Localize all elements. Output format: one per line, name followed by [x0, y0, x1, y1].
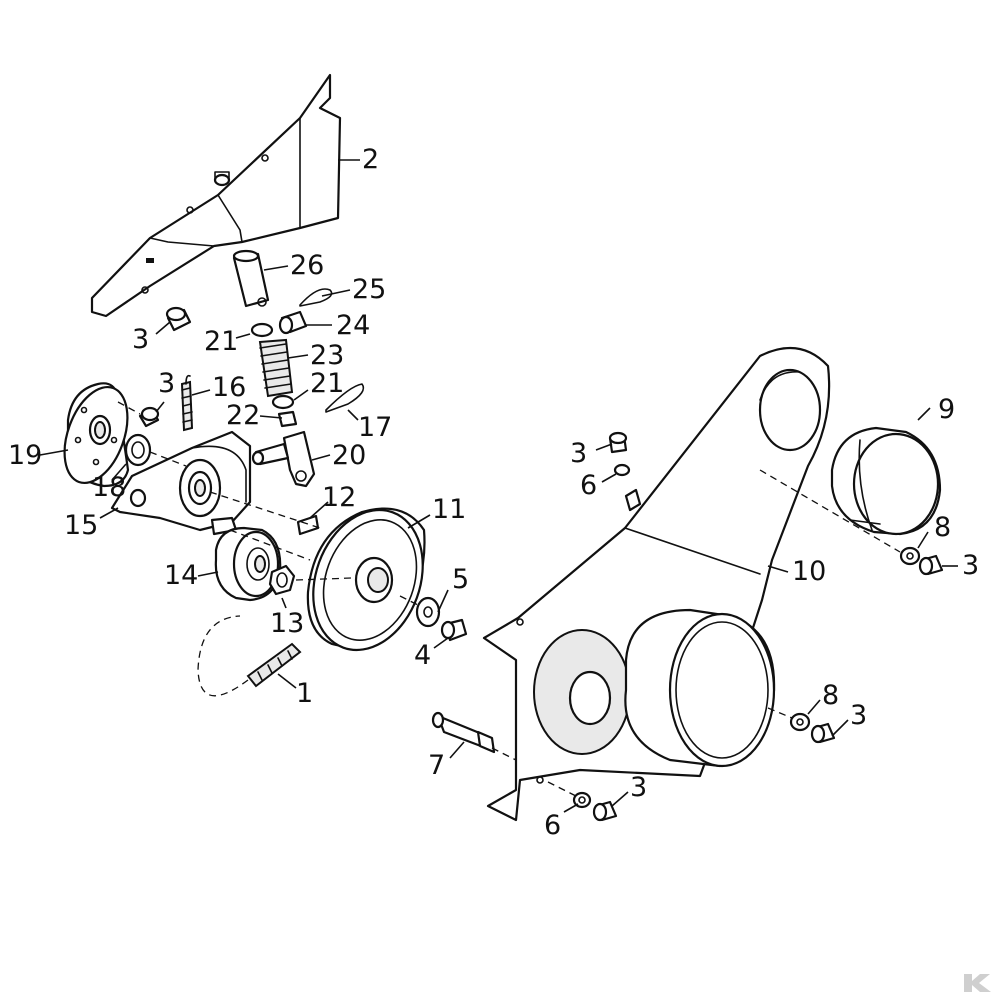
callout-23: 23 — [310, 340, 344, 371]
part-3-bolt-b — [138, 406, 160, 428]
callout-26: 26 — [290, 250, 324, 281]
part-3-bolt-d — [918, 554, 944, 576]
part-3-bolt-f — [592, 800, 618, 822]
part-18-washer — [124, 433, 152, 467]
callout-4: 4 — [414, 640, 431, 671]
part-5-washer — [415, 596, 441, 628]
callout-21-a: 21 — [204, 326, 238, 357]
part-13-nut — [268, 564, 296, 596]
callout-1: 1 — [296, 678, 313, 709]
callout-19: 19 — [8, 440, 42, 471]
callout-5: 5 — [452, 564, 469, 595]
part-11-main-pulley — [306, 507, 426, 652]
callout-21-b: 21 — [310, 368, 344, 399]
callout-3-d: 3 — [962, 550, 979, 581]
callout-8-a: 8 — [934, 512, 951, 543]
part-23-spring — [258, 338, 294, 398]
part-14-idler-pulley — [214, 526, 282, 602]
callout-12: 12 — [322, 482, 356, 513]
part-6-washer-a — [613, 463, 631, 477]
part-4-bolt — [440, 618, 468, 642]
callout-15: 15 — [64, 510, 98, 541]
part-1-belt-segment — [197, 615, 302, 697]
callout-3-a: 3 — [132, 324, 149, 355]
callout-25: 25 — [352, 274, 386, 305]
callout-14: 14 — [164, 560, 198, 591]
callout-11: 11 — [432, 494, 466, 525]
callout-20: 20 — [332, 440, 366, 471]
part-7-stud — [431, 711, 496, 754]
callout-10: 10 — [792, 556, 826, 587]
callout-17: 17 — [358, 412, 392, 443]
callout-13: 13 — [270, 608, 304, 639]
part-24-pin — [278, 310, 308, 335]
part-8-washer-a — [899, 546, 921, 566]
callout-16: 16 — [212, 372, 246, 403]
part-25-cotter-pin — [299, 288, 333, 307]
part-2-bracket — [90, 73, 342, 318]
callout-3-c: 3 — [570, 438, 587, 469]
callout-24: 24 — [336, 310, 370, 341]
callout-labels: 2 26 25 3 21 24 23 3 16 21 22 17 19 20 1… — [8, 144, 979, 841]
part-12-key — [296, 514, 320, 536]
part-21-washer-a — [250, 322, 274, 338]
part-6-washer-b — [572, 791, 592, 809]
callout-18: 18 — [92, 472, 126, 503]
part-16-spring — [180, 374, 194, 432]
brand-k-logo-icon — [964, 974, 991, 992]
part-3-bolt-a — [165, 306, 192, 332]
callout-6-a: 6 — [580, 470, 597, 501]
callout-7: 7 — [428, 750, 445, 781]
alignment-lines — [117, 401, 901, 797]
part-10-housing — [482, 346, 831, 822]
part-17-cotter-pin — [325, 383, 365, 413]
part-21-washer-b — [271, 394, 295, 410]
callout-8-b: 8 — [822, 680, 839, 711]
part-15-tensioner-bracket — [110, 430, 252, 536]
part-3-bolt-e — [810, 722, 836, 744]
part-9-bearing-cup — [830, 426, 942, 536]
part-3-bolt-c — [608, 431, 628, 454]
part-20-lever — [251, 430, 316, 488]
part-22-nut — [277, 410, 298, 428]
leader-lines — [39, 159, 958, 813]
part-19-flange — [63, 382, 130, 488]
callout-3-b: 3 — [158, 368, 175, 399]
callout-9: 9 — [938, 394, 955, 425]
part-26-sleeve — [232, 249, 270, 308]
callout-6-b: 6 — [544, 810, 561, 841]
callout-2: 2 — [362, 144, 379, 175]
callout-22: 22 — [226, 400, 260, 431]
callout-3-f: 3 — [630, 772, 647, 803]
callout-3-e: 3 — [850, 700, 867, 731]
part-8-washer-b — [789, 712, 811, 732]
